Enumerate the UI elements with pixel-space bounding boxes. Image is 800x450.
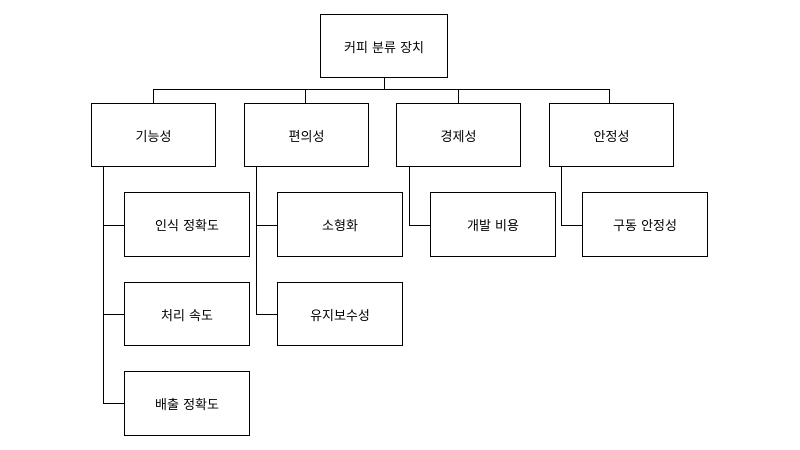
connector-line: [561, 166, 562, 226]
connector-line: [103, 403, 124, 404]
connector-line: [153, 89, 154, 103]
connector-line: [609, 89, 610, 103]
leaf-node: 배출 정확도: [124, 371, 250, 436]
connector-line: [256, 314, 277, 315]
leaf-node: 인식 정확도: [124, 192, 250, 257]
connector-line: [103, 314, 124, 315]
connector-line: [305, 89, 306, 103]
connector-line: [256, 225, 277, 226]
leaf-node: 소형화: [277, 192, 403, 257]
leaf-node: 처리 속도: [124, 282, 250, 346]
connector-line: [409, 166, 410, 226]
connector-line: [384, 77, 385, 89]
category-node: 기능성: [91, 103, 216, 167]
connector-line: [561, 225, 582, 226]
connector-line: [409, 225, 430, 226]
connector-line: [256, 166, 257, 315]
leaf-node: 유지보수성: [277, 282, 403, 346]
root-node: 커피 분류 장치: [320, 14, 448, 78]
connector-line: [458, 89, 459, 103]
connector-line: [103, 166, 104, 403]
connector-line: [153, 89, 609, 90]
category-node: 안정성: [549, 103, 674, 167]
leaf-node: 개발 비용: [430, 192, 556, 257]
category-node: 편의성: [244, 103, 369, 167]
connector-line: [103, 225, 124, 226]
leaf-node: 구동 안정성: [582, 192, 708, 257]
category-node: 경제성: [396, 103, 521, 167]
